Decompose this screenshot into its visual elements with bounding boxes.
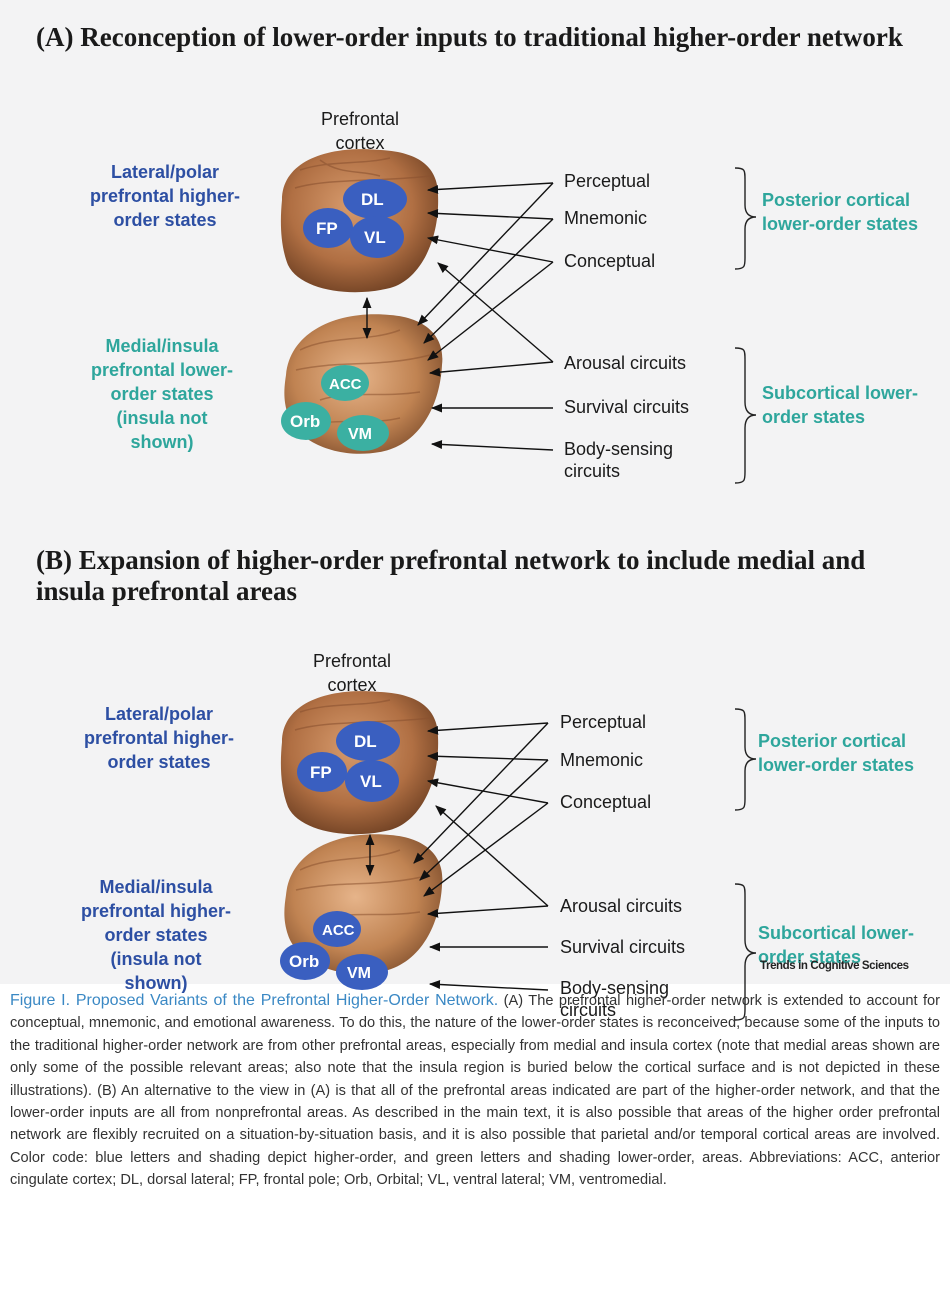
region-vl-a [350,216,404,258]
panel-a-input-conceptual: Conceptual [564,251,656,271]
panel-b-brace-subcortical [734,883,757,1021]
region-dl-a [343,179,407,219]
region-label-vl-a: VL [364,228,386,247]
panel-b-bottom-brain [280,834,443,990]
panel-b-input-survival: Survival circuits [560,937,686,957]
region-label-dl-a: DL [361,190,384,209]
region-label-fp-a: FP [316,219,338,238]
journal-credit: Trends in Cognitive Sciences [760,960,909,972]
region-acc-a [321,365,369,401]
region-orb-b [280,942,330,980]
panel-b-top-brain [280,691,439,835]
region-vl-b [345,760,399,802]
panel-b-arrows [365,722,549,991]
panel-b-subcortical-label: Subcortical lower-order states [758,923,915,967]
panel-a-input-mnemonic: Mnemonic [564,208,648,228]
panel-b-input-arousal: Arousal circuits [560,896,683,916]
panel-b-background [0,508,950,984]
region-label-vm-b: VM [347,965,371,982]
panel-a-title: (A) Reconception of lower-order inputs t… [36,22,903,52]
region-dl-b [336,721,400,761]
panel-b-title: (B) Expansion of higher-order prefrontal… [36,545,866,606]
panel-a-bottom-group-label: Medial/insula prefrontal lower-order sta… [90,336,233,452]
region-vm-b [336,954,388,990]
region-label-vl-b: VL [360,772,382,791]
region-label-acc-b: ACC [322,922,355,939]
panel-a-subcortical-label: Subcortical lower-order states [762,383,919,427]
panel-a-input-body-sensing: Body-sensing circuits [564,439,674,481]
panel-a-bottom-brain [281,314,443,454]
caption-body: (A) The prefrontal higher-order network … [10,993,941,1189]
panel-b-brace-cortical [734,708,757,811]
panel-b-input-body-sensing: Body-sensing circuits [560,978,670,1020]
panel-a-input-arousal: Arousal circuits [564,353,687,373]
region-fp-a [303,208,353,248]
region-vm-a [337,415,389,451]
region-label-dl-b: DL [354,732,377,751]
panel-b-input-conceptual: Conceptual [560,792,652,812]
panel-b-input-mnemonic: Mnemonic [560,750,644,770]
caption-title: Figure I. Proposed Variants of the Prefr… [10,992,499,1009]
panel-a-top-brain [280,149,439,293]
region-acc-b [313,911,361,947]
panel-b-input-perceptual: Perceptual [560,712,647,732]
region-label-fp-b: FP [310,763,332,782]
panel-a-prefrontal-cortex-label: Prefrontal cortex [320,109,400,153]
region-fp-b [297,752,347,792]
region-label-vm-a: VM [348,426,372,443]
panel-b-posterior-label: Posterior cortical lower-order states [758,731,915,775]
panel-a-input-perceptual: Perceptual [564,171,651,191]
panel-a-brace-cortical [734,167,757,270]
panel-a-brace-subcortical [734,347,757,484]
figure-caption: Figure I. Proposed Variants of the Prefr… [10,990,940,1192]
panel-b-top-group-label: Lateral/polar prefrontal higher-order st… [84,704,235,772]
panel-a-arrows [362,182,554,451]
region-label-orb-b: Orb [289,952,320,971]
region-label-acc-a: ACC [329,376,362,393]
panel-a-posterior-label: Posterior cortical lower-order states [762,190,919,234]
region-label-orb-a: Orb [290,412,321,431]
panel-a-top-group-label: Lateral/polar prefrontal higher-order st… [90,162,241,230]
region-orb-a [281,402,331,440]
panel-a-input-survival: Survival circuits [564,397,690,417]
panel-b-prefrontal-cortex-label: Prefrontal cortex [312,651,392,695]
panel-b-bottom-group-label: Medial/insula prefrontal higher-order st… [80,877,231,993]
panel-a-background [0,0,950,508]
